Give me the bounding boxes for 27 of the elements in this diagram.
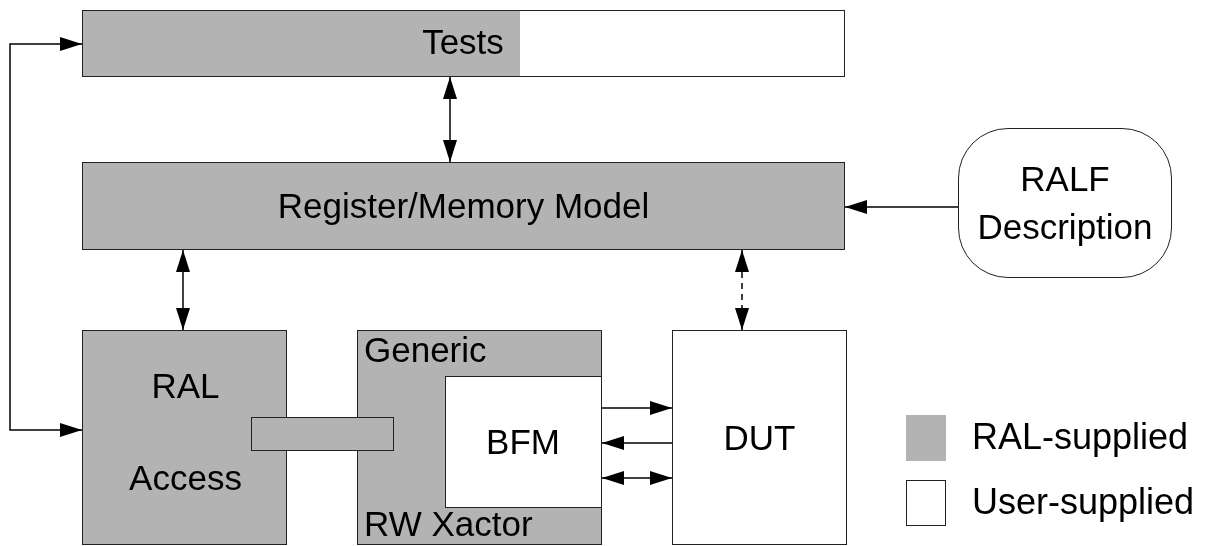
connector-bar: [251, 417, 394, 451]
node-label: RALF Description: [976, 158, 1154, 248]
node-label: Access: [128, 459, 243, 497]
arrow: [443, 76, 457, 163]
process-box: [672, 330, 847, 545]
process-box: [82, 10, 845, 77]
arrow: [601, 401, 673, 415]
arrow: [601, 436, 673, 450]
node-label: RAL: [150, 367, 221, 405]
arrow: [601, 471, 673, 485]
arrow: [844, 200, 959, 214]
node-label: BFM: [486, 422, 560, 461]
node-label: Tests: [421, 23, 505, 61]
legend-label: RAL-supplied: [972, 417, 1189, 457]
node-label: RW Xactor: [364, 505, 534, 543]
node-label: Generic: [364, 331, 488, 369]
arrow: [176, 249, 190, 331]
process-box: [82, 162, 845, 250]
legend-label: User-supplied: [972, 482, 1195, 522]
process-box: [357, 330, 602, 545]
node-label: Register/Memory Model: [277, 187, 650, 225]
process-box: [444, 375, 602, 508]
terminal-shape: [958, 128, 1172, 278]
arrow: [735, 249, 749, 331]
arrow: [9, 37, 83, 437]
process-box: [82, 330, 287, 545]
node-label: DUT: [723, 418, 796, 457]
